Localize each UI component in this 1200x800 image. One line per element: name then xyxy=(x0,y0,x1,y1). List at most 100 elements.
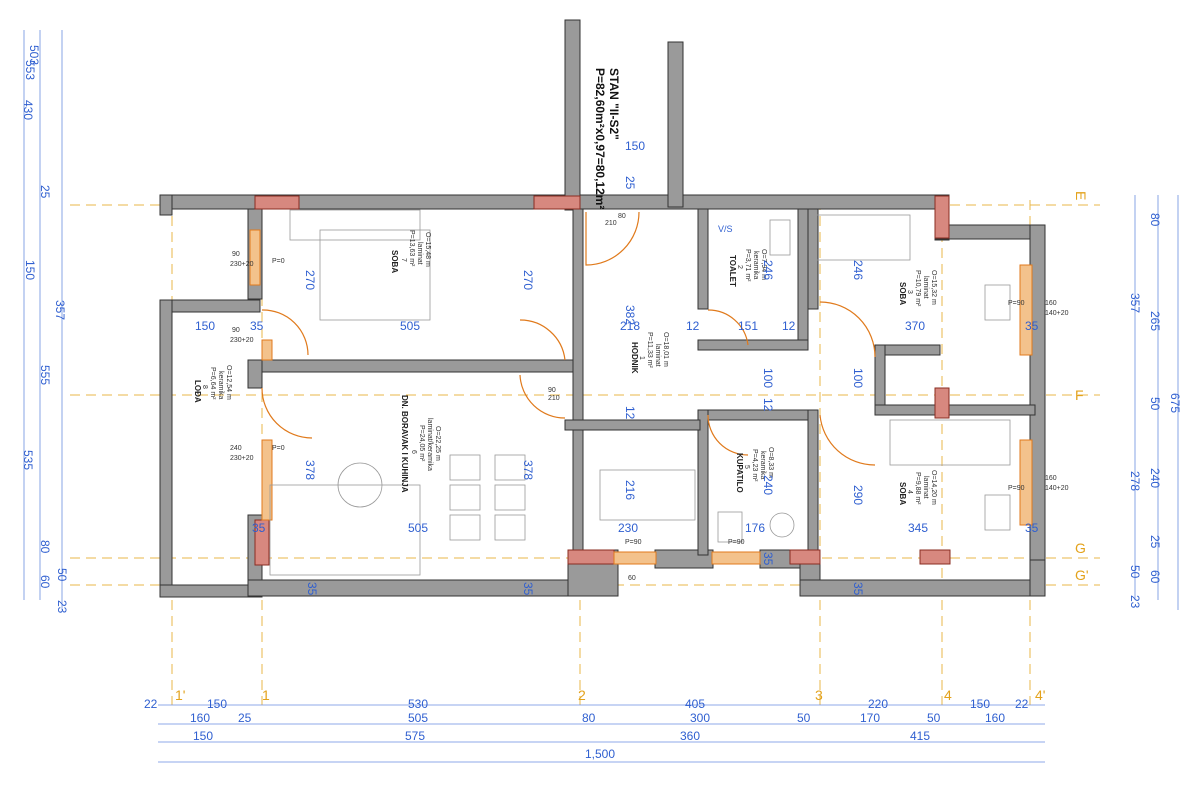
room-perimeter: O=18,01 m xyxy=(662,332,669,367)
dim-left-357: 357 xyxy=(53,300,67,320)
room-perimeter: O=14,20 m xyxy=(930,470,937,505)
room-toalet: TOALET 2 P=3,71 m² keramika O=7,94 m xyxy=(728,249,767,287)
dim-bottom-220: 220 xyxy=(868,697,888,711)
dim-bottom-50a: 50 xyxy=(797,711,811,725)
window-label: 90 xyxy=(232,251,240,258)
room-floor: laminat/keramika xyxy=(426,418,433,471)
dim-right-50: 50 xyxy=(1148,397,1162,411)
room-number: 3 xyxy=(906,290,913,294)
sill-label: P=0 xyxy=(272,258,285,265)
dim-240: 240 xyxy=(761,475,775,495)
dim-bottom-505: 505 xyxy=(408,711,428,725)
room-floor: keramika xyxy=(752,251,759,280)
fixture-label-vs: V/S xyxy=(718,224,733,234)
dim-left-23: 23 xyxy=(55,600,69,614)
dim-bottom-50b: 50 xyxy=(927,711,941,725)
room-floor: laminat xyxy=(922,476,929,499)
dim-35a: 35 xyxy=(250,319,264,333)
dim-left-25: 25 xyxy=(38,185,52,199)
room-number: 6 xyxy=(410,450,417,454)
room-floor: laminat xyxy=(416,242,423,265)
dim-150-top: 150 xyxy=(625,139,645,153)
dim-left-60: 60 xyxy=(38,575,52,589)
room-name: SOBA xyxy=(898,482,907,505)
room-perimeter: O=15,32 m xyxy=(930,270,937,305)
dim-left-150: 150 xyxy=(23,260,37,280)
axis-label-e: E xyxy=(1073,191,1089,200)
dim-230: 230 xyxy=(618,521,638,535)
room-name: TOALET xyxy=(728,255,737,287)
dim-35g: 35 xyxy=(851,582,865,596)
dim-bottom-total: 1,500 xyxy=(585,747,615,761)
inner-horizontal-dimensions: 150 505 150 35 218 12 151 12 370 35 505 … xyxy=(195,139,1039,596)
room-area: P=24,05 m² xyxy=(418,425,425,462)
opening-labels: 90 230+20 90 230+20 240 230+20 160 140+2… xyxy=(230,213,1069,582)
dim-bottom-25: 25 xyxy=(238,711,252,725)
window-label: 140+20 xyxy=(1045,310,1069,317)
dim-bottom-530: 530 xyxy=(408,697,428,711)
dim-bottom-150a: 150 xyxy=(207,697,227,711)
window-label: 160 xyxy=(1045,475,1057,482)
dim-35d: 35 xyxy=(252,521,266,535)
room-perimeter: O=15,48 m xyxy=(424,232,431,267)
window-label: 230+20 xyxy=(230,337,254,344)
dim-left-535: 535 xyxy=(21,450,35,470)
room-lodja: LOĐA 8 P=6,64 m² keramika O=12,54 m xyxy=(193,365,232,403)
dim-right-265: 265 xyxy=(1148,311,1162,331)
dim-270b: 270 xyxy=(521,270,535,290)
axis-label-f: F xyxy=(1075,387,1084,403)
dim-382: 382 xyxy=(623,305,637,325)
door-label: 210 xyxy=(548,395,560,402)
room-area: P=11,33 m² xyxy=(646,332,653,369)
dim-370: 370 xyxy=(905,319,925,333)
dim-bottom-80: 80 xyxy=(582,711,596,725)
title-block: STAN "II-S2" P=82,60m²x0,97=80,12m² xyxy=(593,68,621,209)
window-label: 160 xyxy=(1045,300,1057,307)
furniture xyxy=(269,209,1011,576)
dim-378a: 378 xyxy=(303,460,317,480)
dim-25-inner: 25 xyxy=(623,176,637,190)
axis-label-4: 4 xyxy=(944,687,952,703)
dim-100b: 100 xyxy=(851,368,865,388)
dim-218: 218 xyxy=(620,319,640,333)
room-hodnik: HODNIK 1 P=11,33 m² laminat O=18,01 m xyxy=(630,332,669,374)
dim-35h: 35 xyxy=(761,552,775,566)
axis-label-g: G xyxy=(1075,540,1086,556)
dim-bottom-22a: 22 xyxy=(144,697,158,711)
dim-290: 290 xyxy=(851,485,865,505)
room-name: HODNIK xyxy=(630,342,639,374)
dim-right-25: 25 xyxy=(1148,535,1162,549)
dim-bottom-150b: 150 xyxy=(970,697,990,711)
dim-bottom-160b: 160 xyxy=(985,711,1005,725)
dim-left-80: 80 xyxy=(38,540,52,554)
axis-label-3: 3 xyxy=(815,687,823,703)
door-label: 90 xyxy=(548,387,556,394)
room-number: 8 xyxy=(201,385,208,389)
apartment-title: STAN "II-S2" xyxy=(607,68,621,140)
axis-label-4-prime: 4' xyxy=(1035,687,1045,703)
dim-bottom-150c: 150 xyxy=(193,729,213,743)
structural-columns xyxy=(254,195,951,566)
sill-label: P=90 xyxy=(625,539,642,546)
dim-505b: 505 xyxy=(408,521,428,535)
room-number: 4 xyxy=(906,490,913,494)
dim-12b: 12 xyxy=(782,319,796,333)
dim-bottom-22b: 22 xyxy=(1015,697,1029,711)
dim-246a: 246 xyxy=(761,260,775,280)
dim-right-675: 675 xyxy=(1168,393,1182,413)
dim-100a: 100 xyxy=(761,368,775,388)
room-area: P=10,79 m² xyxy=(914,270,921,307)
dim-246b: 246 xyxy=(851,260,865,280)
dim-right-80: 80 xyxy=(1148,213,1162,227)
apartment-area: P=82,60m²x0,97=80,12m² xyxy=(593,68,607,209)
sill-label: P=90 xyxy=(1008,300,1025,307)
room-name: KUPATILO xyxy=(735,453,744,493)
opening-label: 60 xyxy=(628,575,636,582)
room-area: P=4,23 m² xyxy=(751,449,758,482)
dim-bottom-575: 575 xyxy=(405,729,425,743)
dim-345: 345 xyxy=(908,521,928,535)
dim-bottom-300: 300 xyxy=(690,711,710,725)
room-floor: laminat xyxy=(922,276,929,299)
dim-right-50b: 50 xyxy=(1128,565,1142,579)
